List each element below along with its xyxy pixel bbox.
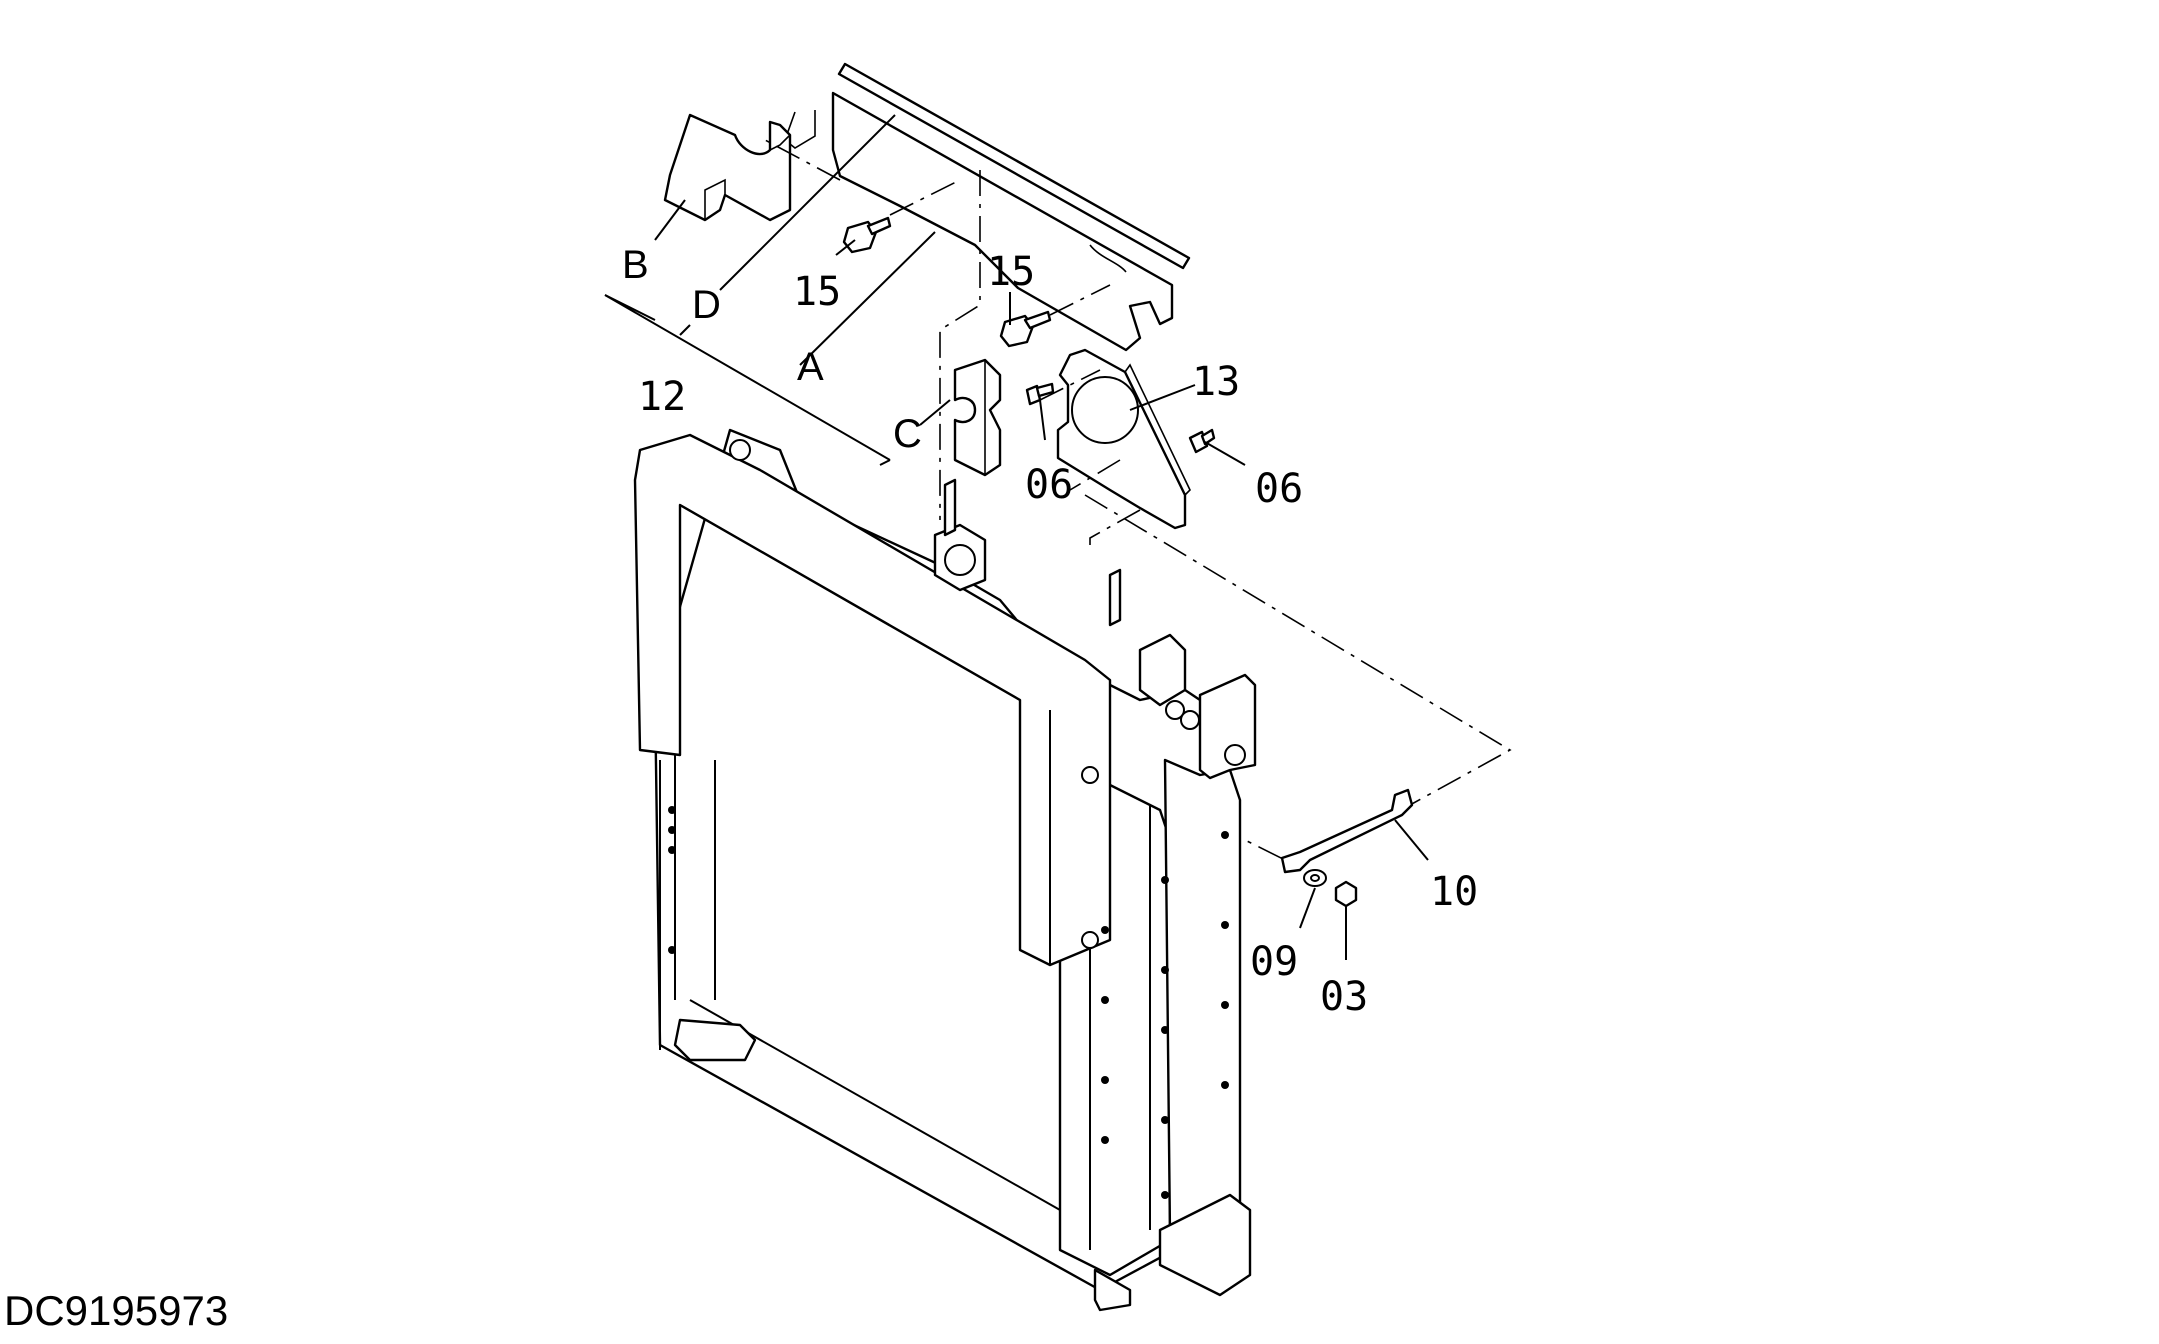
- callout-12: 12: [638, 374, 686, 420]
- callout-15-left: 15: [793, 269, 841, 315]
- callout-03: 03: [1320, 974, 1368, 1020]
- callout-06-left: 06: [1025, 462, 1073, 508]
- callout-a: A: [797, 345, 824, 389]
- screw-06-right: [1188, 428, 1216, 454]
- callout-d: D: [692, 283, 721, 327]
- callout-09: 09: [1250, 939, 1298, 985]
- leader-lines: [604, 114, 1429, 960]
- rubber-block-c: [953, 358, 1002, 477]
- bracket-plate-13: [1056, 348, 1191, 530]
- callout-13: 13: [1192, 359, 1240, 405]
- callout-labels: B D A C 12 15 15 13 06 06 10 09 03: [622, 243, 1478, 1020]
- upper-cover-plate: [784, 91, 1174, 352]
- radiator-assembly: [633, 428, 1257, 1312]
- callout-10: 10: [1430, 869, 1478, 915]
- nut-03: [1334, 880, 1358, 908]
- callout-b: B: [622, 243, 649, 287]
- document-id: DC9195973: [4, 1287, 229, 1334]
- assembly-center-lines: [764, 139, 1512, 861]
- bolt-15-left: [842, 216, 892, 254]
- stay-10: [1280, 788, 1414, 874]
- callout-06-right: 06: [1255, 466, 1303, 512]
- callout-15-right: 15: [987, 249, 1035, 295]
- rubber-block-b: [663, 113, 792, 222]
- washer-09: [1303, 869, 1327, 887]
- top-seal-strip: [837, 62, 1191, 270]
- bolt-15-right: [999, 310, 1052, 348]
- screw-06-left: [1025, 382, 1055, 406]
- callout-c: C: [893, 412, 922, 456]
